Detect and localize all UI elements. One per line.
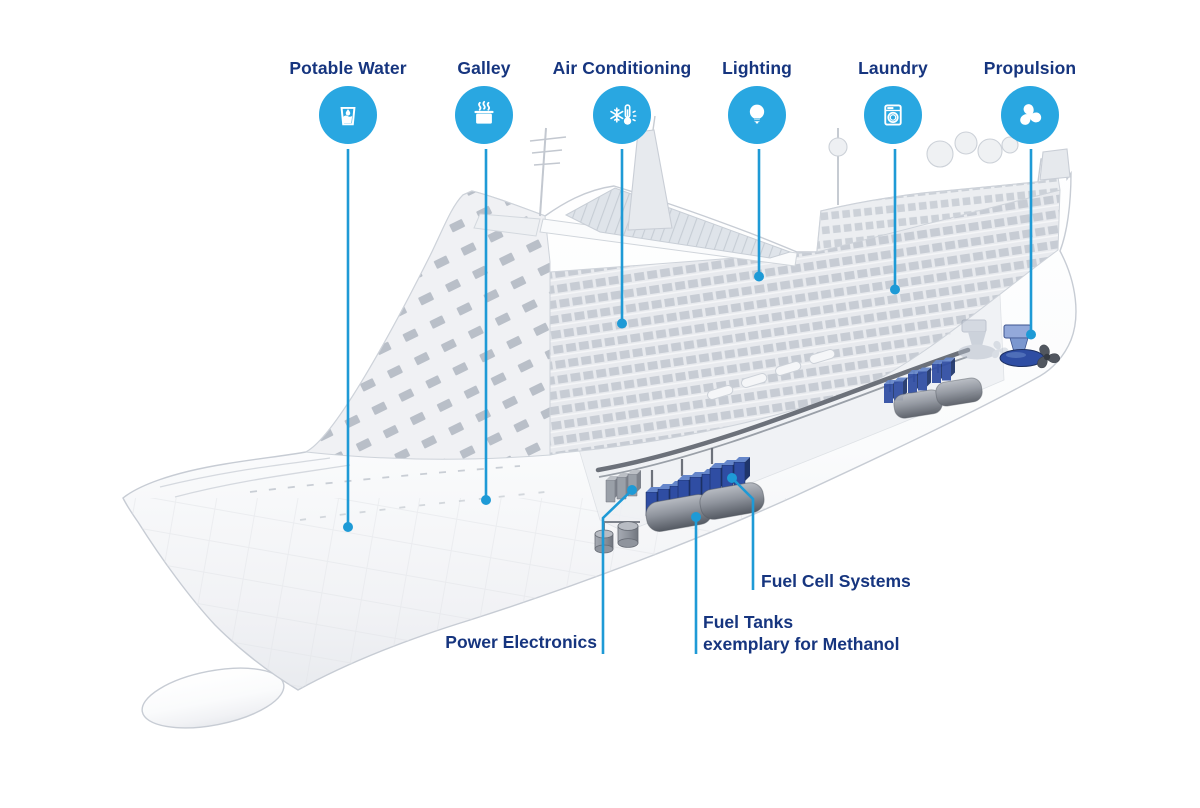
- leader-fuel-cells: [731, 477, 755, 590]
- leader-dots: [343, 271, 1036, 532]
- azipod-ghost: [958, 319, 1009, 360]
- potable-water-glyph: [332, 99, 364, 131]
- consumer-label: Air Conditioning: [552, 58, 692, 78]
- radar-mast: [828, 128, 848, 205]
- lighting-glyph: [741, 99, 773, 131]
- foredeck: [159, 457, 351, 498]
- forward-superstructure: [304, 190, 551, 460]
- hull-windows: [249, 465, 546, 521]
- laundry-machine-icon: [864, 86, 922, 144]
- consumer-label: Galley: [457, 58, 511, 78]
- aft-funnel: [1039, 148, 1071, 181]
- galley-glyph: [468, 99, 500, 131]
- air-conditioning-glyph: [606, 99, 638, 131]
- consumer-label: Laundry: [858, 58, 928, 78]
- radome-cluster: [926, 131, 1019, 168]
- consumer-laundry: Laundry: [798, 57, 988, 144]
- fuel-cell-systems-label: Fuel Cell Systems: [761, 571, 911, 591]
- consumer-galley: Galley: [389, 57, 579, 144]
- consumer-label: Propulsion: [983, 58, 1077, 78]
- propeller-glyph: [1014, 99, 1046, 131]
- consumer-lighting: Lighting: [662, 57, 852, 144]
- potable-water-icon: [319, 86, 377, 144]
- power-electronics-label: Power Electronics: [445, 632, 597, 652]
- consumer-label: Lighting: [722, 58, 792, 78]
- air-conditioning-icon: [593, 86, 651, 144]
- leader-lines: [346, 149, 1033, 654]
- fuel-cell-stacks-stern: [884, 357, 955, 403]
- propeller: [1037, 344, 1060, 369]
- bulbous-bow: [141, 667, 285, 729]
- lifeboats: [707, 348, 836, 400]
- rear-superstructure: [816, 176, 1061, 253]
- fuel-tanks-stern: [893, 377, 983, 419]
- consumer-potable-water: Potable Water: [253, 57, 443, 144]
- fuel-tanks-label: Fuel Tanks exemplary for Methanol: [703, 611, 963, 655]
- consumer-label: Potable Water: [289, 58, 407, 78]
- galley-pot-icon: [455, 86, 513, 144]
- lighting-bulb-icon: [728, 86, 786, 144]
- leader-power-electronics: [601, 489, 633, 654]
- fuel-tanks-label-line2: exemplary for Methanol: [703, 634, 900, 654]
- laundry-glyph: [877, 99, 909, 131]
- power-electronics-cabinets: [605, 470, 641, 503]
- consumer-propulsion: Propulsion: [935, 57, 1125, 144]
- consumer-air-conditioning: Air Conditioning: [527, 57, 717, 144]
- forward-mast: [529, 127, 567, 217]
- propeller-icon: [1001, 86, 1059, 144]
- pool-deck: [473, 213, 541, 237]
- fuel-tanks-label-line1: Fuel Tanks: [703, 612, 794, 632]
